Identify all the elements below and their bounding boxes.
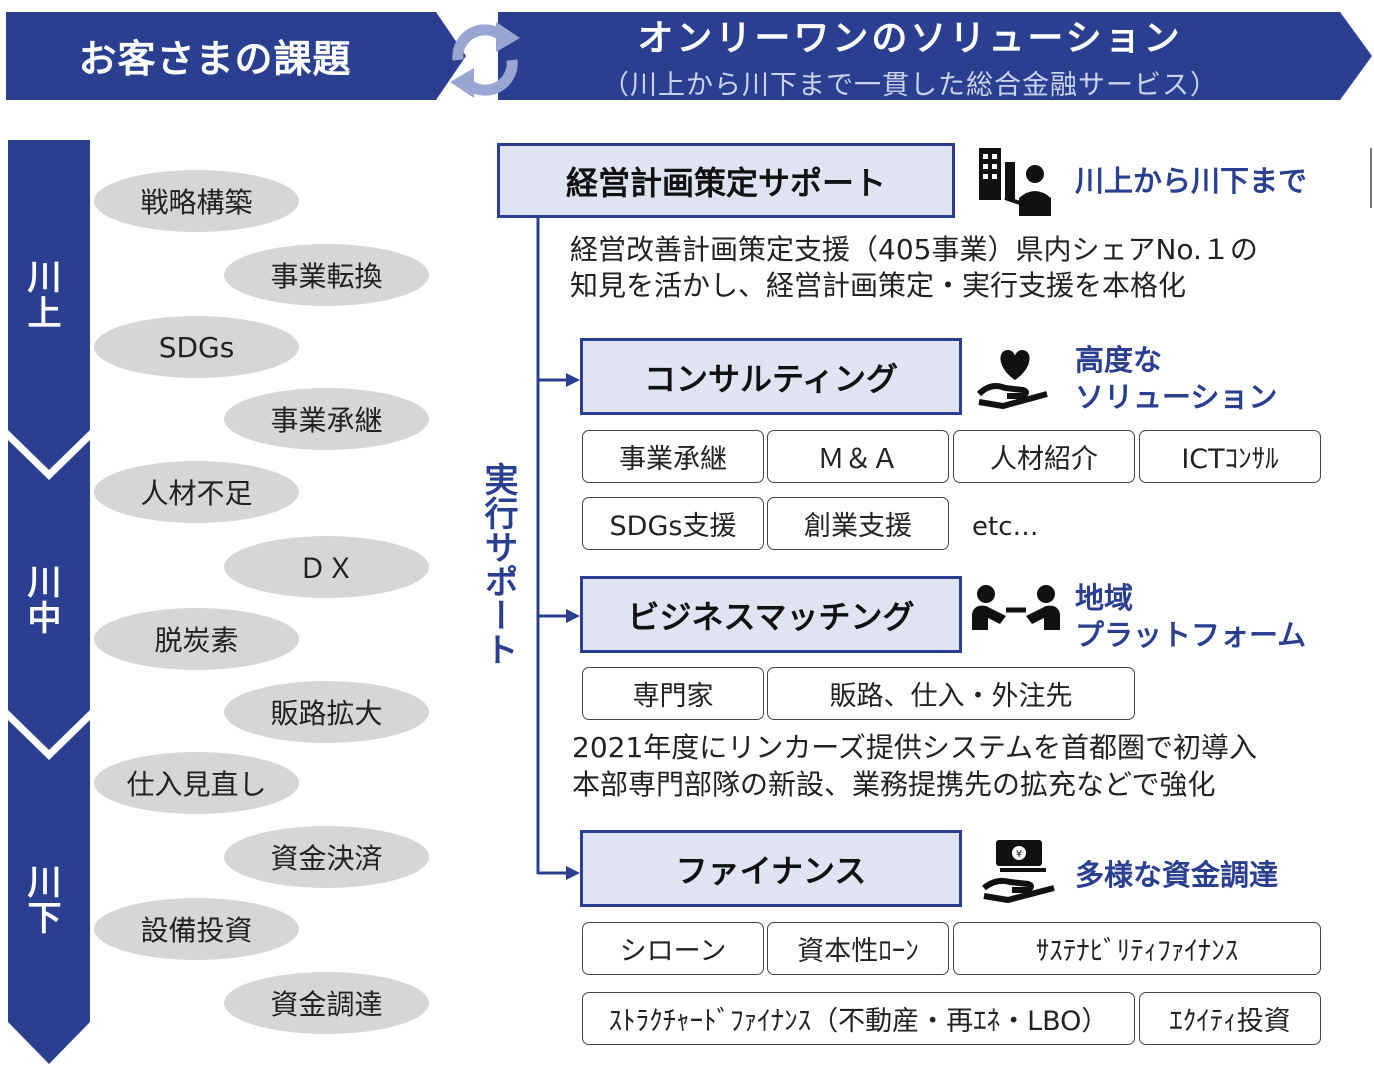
stage-label-upstream: 川上 xyxy=(21,259,61,331)
challenge-oval: 事業転換 xyxy=(224,244,429,306)
challenge-oval: 戦略構築 xyxy=(94,170,299,232)
challenge-oval: 脱炭素 xyxy=(94,608,299,670)
people-handshake-icon xyxy=(972,585,1060,630)
consulting-item: 創業支援 xyxy=(767,497,949,550)
finance-tagline: 多様な資金調達 xyxy=(1075,858,1279,892)
matching-desc-line1: 2021年度にリンカーズ提供システムを首都圏で初導入 xyxy=(572,731,1258,764)
right-edge-bracket xyxy=(1370,148,1374,208)
header-banner-left xyxy=(6,12,466,100)
svg-text:¥: ¥ xyxy=(1016,849,1022,860)
plan-support-tagline: 川上から川下まで xyxy=(1075,164,1308,198)
header-banner-right xyxy=(498,12,1372,100)
header-right-subtitle: （川上から川下まで一貫した総合金融サービス） xyxy=(602,69,1218,101)
money-hand-icon: ¥ xyxy=(982,840,1055,904)
plan-support-box: 経営計画策定サポート xyxy=(497,143,955,218)
plan-support-desc-line2: 知見を活かし、経営計画策定・実行支援を本格化 xyxy=(570,269,1187,302)
consulting-item: 事業承継 xyxy=(582,430,764,483)
finance-item: ｻｽﾃﾅﾋﾞﾘﾃｨﾌｧｲﾅﾝｽ xyxy=(953,922,1321,975)
plan-support-desc-line1: 経営改善計画策定支援（405事業）県内シェアNo.１の xyxy=(570,233,1258,266)
challenge-oval: SDGs xyxy=(94,316,299,378)
matching-item: 販路、仕入・外注先 xyxy=(767,667,1135,720)
challenge-oval: 事業承継 xyxy=(224,388,429,450)
consulting-etc: etc… xyxy=(972,512,1039,542)
challenge-oval: 人材不足 xyxy=(94,461,299,523)
matching-tagline-line2: プラットフォーム xyxy=(1075,618,1307,652)
challenge-oval: 資金決済 xyxy=(224,826,429,888)
consulting-tagline-line1: 高度な xyxy=(1075,343,1163,377)
stage-label-downstream: 川下 xyxy=(21,864,61,936)
challenge-oval: 資金調達 xyxy=(224,972,429,1034)
finance-box: ファイナンス xyxy=(580,830,962,907)
challenge-oval: 設備投資 xyxy=(94,898,299,960)
header-left-title: お客さまの課題 xyxy=(78,36,352,81)
header-right-title: オンリーワンのソリューション xyxy=(637,18,1183,59)
consulting-item: 人材紹介 xyxy=(953,430,1135,483)
consulting-tagline-line2: ソリューション xyxy=(1075,380,1278,414)
challenge-oval: ＤＸ xyxy=(224,536,429,598)
matching-box: ビジネスマッチング xyxy=(580,576,962,653)
consulting-box: コンサルティング xyxy=(580,338,962,415)
consulting-item: SDGs支援 xyxy=(582,497,764,550)
finance-item: シローン xyxy=(582,922,764,975)
stage-arrow xyxy=(8,140,90,1064)
stage-label-midstream: 川中 xyxy=(21,564,61,636)
finance-item: ｽﾄﾗｸﾁｬｰﾄﾞﾌｧｲﾅﾝｽ（不動産・再ｴﾈ・LBO） xyxy=(582,992,1135,1045)
challenge-oval: 販路拡大 xyxy=(224,681,429,743)
consulting-item: ICTｺﾝｻﾙ xyxy=(1139,430,1321,483)
execution-support-label: 実行サポート xyxy=(478,462,518,666)
consulting-item: Ｍ＆Ａ xyxy=(767,430,949,483)
matching-item: 専門家 xyxy=(582,667,764,720)
cycle-arrows-icon xyxy=(450,22,520,98)
matching-desc-line2: 本部専門部隊の新設、業務提携先の拡充などで強化 xyxy=(572,768,1216,801)
office-person-icon xyxy=(979,148,1051,216)
matching-tagline-line1: 地域 xyxy=(1075,581,1134,615)
finance-item: ｴｸｲﾃｨ投資 xyxy=(1139,992,1321,1045)
heart-hand-icon xyxy=(976,350,1048,410)
challenge-oval: 仕入見直し xyxy=(94,752,299,814)
finance-item: 資本性ﾛｰﾝ xyxy=(767,922,949,975)
